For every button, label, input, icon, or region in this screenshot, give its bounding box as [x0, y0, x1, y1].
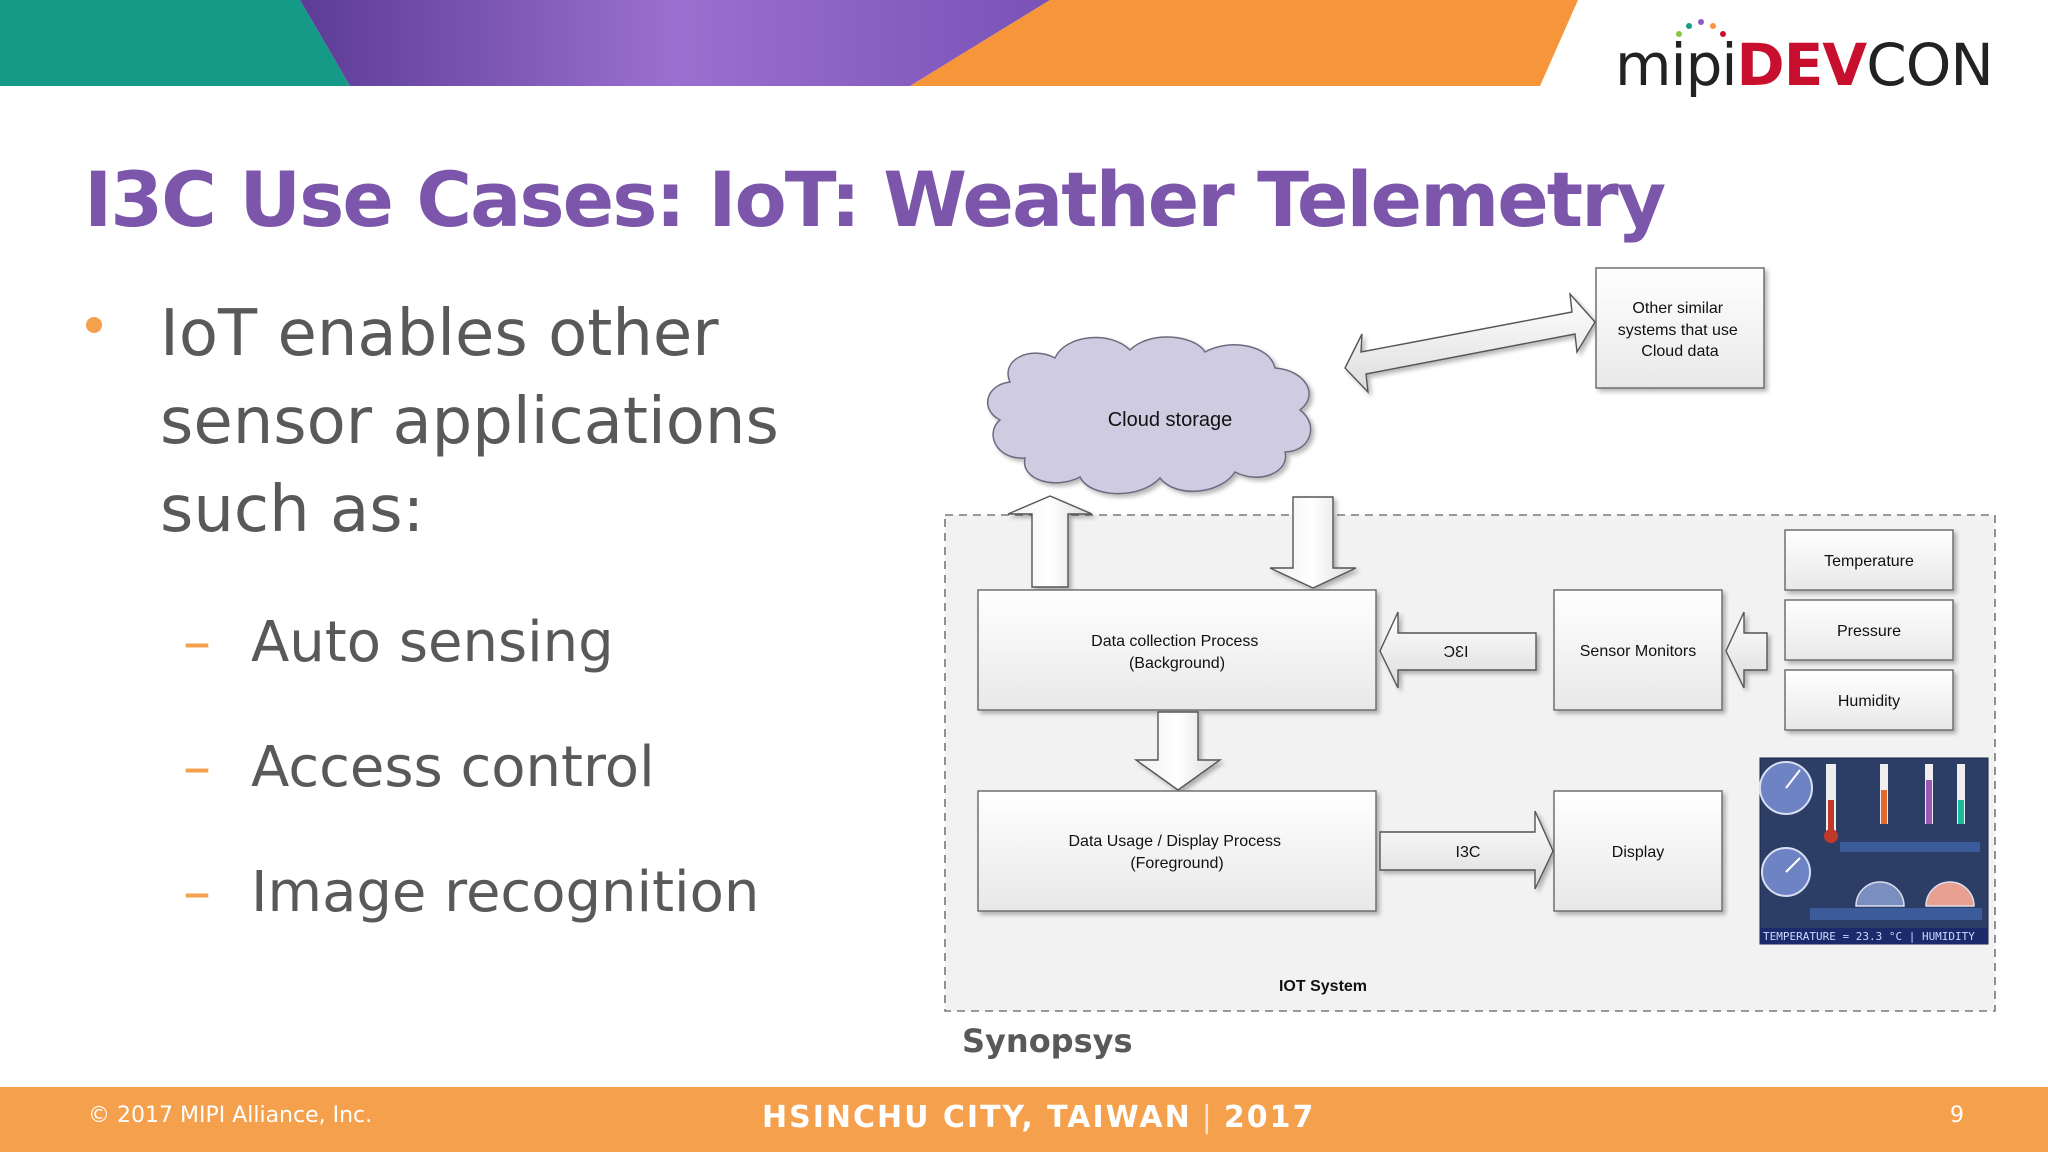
footer-bar — [0, 1087, 2048, 1152]
dash-icon: – — [183, 610, 211, 675]
process-flow-arrow — [1133, 711, 1223, 791]
sensor-input-arrow — [1725, 611, 1768, 689]
i3c-lower-label: I3C — [1456, 844, 1481, 861]
logo-dev: DEV — [1736, 31, 1868, 99]
main-bullet-line2: sensor applications — [160, 385, 779, 459]
data-usage-line2: (Foreground) — [1130, 855, 1223, 872]
cloud-label: Cloud storage — [1108, 409, 1233, 431]
other-systems-line3: Cloud data — [1641, 343, 1718, 360]
bullet-dot-icon — [86, 317, 102, 333]
sub-bullet-access-control: –Access control — [183, 733, 655, 803]
sensor-pressure-label: Pressure — [1837, 623, 1901, 640]
main-bullet-line1: IoT enables other — [160, 297, 719, 371]
i3c-upper-label: I3C — [1444, 644, 1469, 661]
data-collection-label: Data collection Process (Background) — [1091, 633, 1263, 672]
other-systems-line2: systems that use — [1618, 322, 1738, 339]
sensor-monitors-label: Sensor Monitors — [1580, 643, 1697, 660]
copyright-text: © 2017 MIPI Alliance, Inc. — [88, 1103, 373, 1128]
display-box — [1553, 790, 1723, 912]
event-location: HSINCHU CITY, TAIWAN | 2017 — [762, 1100, 1315, 1135]
logo-con: CON — [1866, 31, 1994, 99]
temperature-dial-icon — [1855, 881, 1905, 907]
download-arrow — [1269, 496, 1357, 589]
other-systems-box — [1595, 267, 1765, 389]
main-bullet: IoT enables other sensor applications su… — [160, 290, 860, 554]
purple-band — [300, 0, 1050, 86]
thermometer-icon — [1826, 764, 1836, 832]
sub-bullet-text: Access control — [251, 735, 655, 800]
data-collection-box — [977, 589, 1377, 711]
data-usage-box — [977, 790, 1377, 912]
sub-bullet-text: Auto sensing — [251, 610, 614, 675]
main-bullet-line3: such as: — [160, 473, 425, 547]
sub-bullet-text: Image recognition — [251, 860, 760, 925]
sensor-pressure-box — [1784, 599, 1954, 661]
data-collection-line2: (Background) — [1129, 655, 1225, 672]
data-usage-label: Data Usage / Display Process (Foreground… — [1069, 833, 1286, 872]
orange-band — [910, 0, 1578, 86]
dash-icon: – — [183, 860, 211, 925]
weather-readout: TEMPERATURE = 23.3 °C | HUMIDITY — [1763, 930, 1975, 943]
event-year: 2017 — [1223, 1100, 1316, 1135]
display-label: Display — [1612, 844, 1664, 861]
weather-dashboard-image: TEMPERATURE = 23.3 °C | HUMIDITY — [1759, 757, 1989, 945]
sensor-monitors-box — [1553, 589, 1723, 711]
other-systems-label: Other similar systems that use Cloud dat… — [1618, 300, 1743, 360]
sensor-humidity-box — [1784, 669, 1954, 731]
mipi-devcon-logo: mipiDEVCON — [1615, 19, 2005, 100]
dash-icon: – — [183, 735, 211, 800]
event-city: HSINCHU CITY, TAIWAN — [762, 1100, 1192, 1135]
sensor-humidity-label: Humidity — [1838, 693, 1900, 710]
data-usage-line1: Data Usage / Display Process — [1069, 833, 1282, 850]
slide-title: I3C Use Cases: IoT: Weather Telemetry — [84, 155, 1666, 244]
sensor-temperature-box — [1784, 529, 1954, 591]
data-collection-line1: Data collection Process — [1091, 633, 1258, 650]
event-separator: | — [1201, 1100, 1214, 1135]
sensor-temperature-label: Temperature — [1824, 553, 1914, 570]
pressure-dial-icon — [1925, 881, 1975, 907]
teal-band — [0, 0, 350, 86]
sub-bullet-image-recognition: –Image recognition — [183, 858, 759, 928]
logo-dots-icon — [1676, 19, 1726, 37]
other-systems-line1: Other similar — [1632, 300, 1723, 317]
upload-arrow — [1007, 495, 1093, 588]
page-number: 9 — [1950, 1103, 1964, 1128]
iot-system-label: IOT System — [1279, 978, 1367, 995]
cloud-sync-double-arrow — [1344, 291, 1596, 394]
cloud-storage — [986, 336, 1312, 495]
source-credit: Synopsys — [962, 1022, 1133, 1060]
sub-bullet-auto-sensing: –Auto sensing — [183, 608, 614, 678]
i3c-lower-arrow — [1379, 810, 1554, 890]
header-banner — [0, 0, 1578, 86]
i3c-upper-arrow — [1379, 611, 1537, 689]
logo-mipi: mipi — [1615, 31, 1738, 99]
